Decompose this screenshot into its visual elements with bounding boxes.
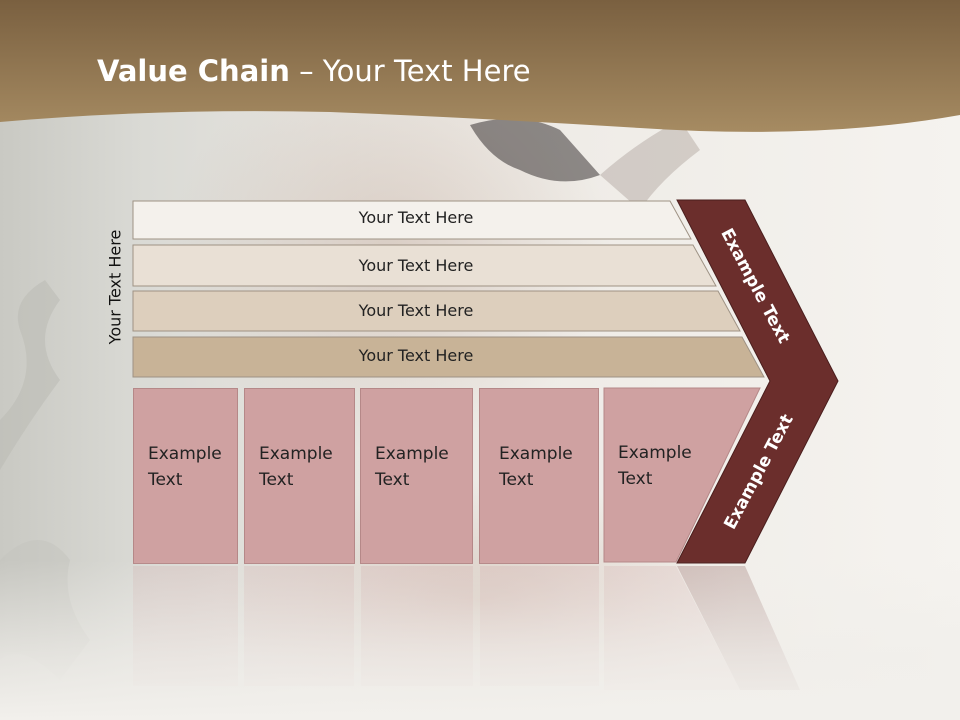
row-bar-3 bbox=[132, 290, 741, 332]
title-rest: – Your Text Here bbox=[289, 54, 531, 88]
row-bar-4 bbox=[132, 336, 765, 378]
row-bar-2 bbox=[132, 244, 717, 287]
row-label-1: Your Text Here bbox=[358, 208, 474, 227]
reflection-fade bbox=[0, 560, 960, 720]
row-label-4: Your Text Here bbox=[358, 346, 474, 365]
row-label-3: Your Text Here bbox=[358, 301, 474, 320]
slide-title: Value Chain – Your Text Here bbox=[97, 54, 531, 88]
row-label-2: Your Text Here bbox=[358, 256, 474, 275]
row-bar-1 bbox=[132, 200, 692, 240]
title-bold: Value Chain bbox=[97, 54, 290, 88]
